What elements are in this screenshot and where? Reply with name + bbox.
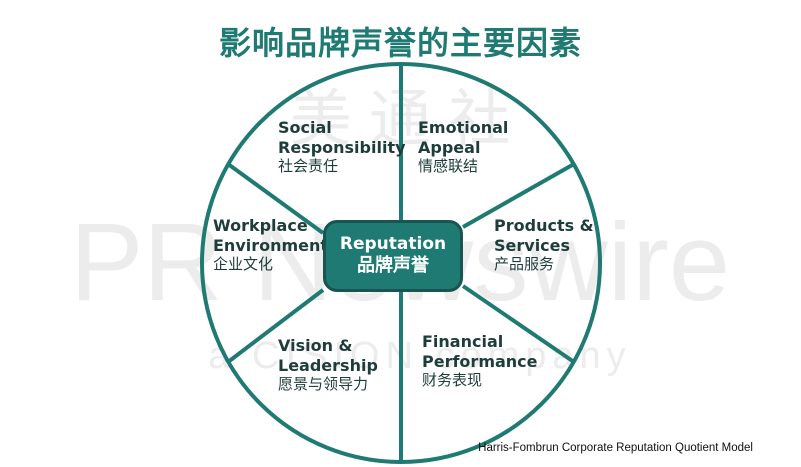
segment-label-zh: 情感联结	[418, 157, 479, 176]
segment-label-zh: 愿景与领导力	[278, 375, 369, 394]
center-reputation-box: Reputation 品牌声誉	[323, 220, 463, 292]
segment-label-en-1: Vision &	[278, 336, 353, 355]
segment-label-en-2: Appeal	[418, 137, 481, 157]
segment-emotional-appeal: Emotional Appeal 情感联结	[418, 118, 508, 175]
segment-vision-leadership: Vision & Leadership 愿景与领导力	[278, 336, 378, 393]
center-label-zh: 品牌声誉	[357, 255, 429, 277]
segment-label-en-1: Products &	[494, 216, 594, 235]
spoke-upper-right	[462, 162, 575, 229]
segment-workplace-environment: Workplace Environment 企业文化	[213, 216, 328, 273]
spoke-upper-left	[226, 162, 325, 235]
segment-label-zh: 社会责任	[278, 157, 339, 176]
spoke-lower-left	[226, 288, 325, 364]
segment-label-zh: 财务表现	[422, 371, 483, 390]
segment-label-en-2: Services	[494, 235, 571, 255]
segment-products-services: Products & Services 产品服务	[494, 216, 594, 273]
spoke-lower-right	[461, 284, 576, 364]
segment-label-en-2: Leadership	[278, 355, 378, 375]
wheel-spokes	[226, 64, 576, 462]
model-caption: Harris-Fombrun Corporate Reputation Quot…	[478, 442, 753, 454]
segment-label-en-2: Environment	[213, 235, 329, 255]
segment-label-en-1: Social	[278, 118, 332, 137]
segment-label-en-2: Responsibility	[278, 137, 406, 157]
segment-label-en-1: Financial	[422, 332, 504, 351]
segment-label-en-1: Emotional	[418, 118, 509, 137]
page-title: 影响品牌声誉的主要因素	[218, 24, 582, 62]
segment-label-zh: 产品服务	[494, 255, 555, 274]
watermark-cision: a CISION company	[208, 335, 631, 377]
center-label-en: Reputation	[339, 234, 447, 255]
segment-financial-performance: Financial Performance 财务表现	[422, 332, 538, 389]
segment-social-responsibility: Social Responsibility 社会责任	[278, 118, 406, 175]
segment-label-zh: 企业文化	[213, 255, 274, 274]
segment-label-en-1: Workplace	[213, 216, 308, 235]
segment-label-en-2: Performance	[422, 351, 538, 371]
